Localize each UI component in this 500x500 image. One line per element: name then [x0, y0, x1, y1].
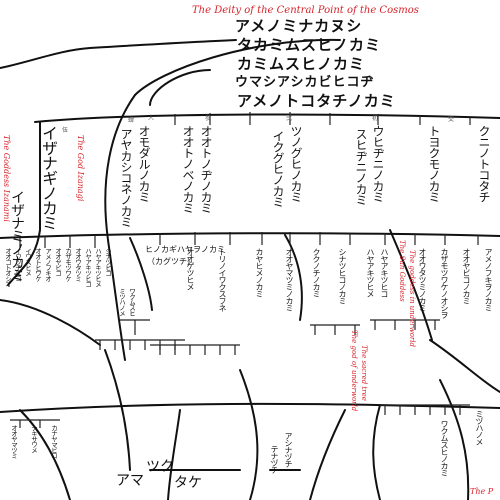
- deity-row2-3: オオトヒワケ: [33, 248, 42, 281]
- deity-tsuku: ツク: [146, 459, 174, 475]
- deity-ama: アマ: [116, 473, 144, 489]
- deity-amenofukio: アメノフキヲノカミ: [484, 248, 493, 311]
- deity-ikuguhi: イクグヒノカミ: [271, 130, 285, 207]
- deity-misc-2: ナキサワメ: [29, 425, 38, 453]
- note-sacred-tree: The sacred tree: [360, 345, 368, 401]
- deity-omodaru: オモダルノカミ: [137, 125, 151, 202]
- deity-toyokumo: トヨクモノカミ: [427, 125, 441, 202]
- deity-torinoiwakusu: トリノイワクスフネ: [218, 248, 227, 311]
- deity-kayanohime: カヤヒメノカミ: [255, 248, 264, 297]
- deity-umashiashikabi: ウマシアシカビヒコヂ: [235, 75, 375, 90]
- deity-mizuhanome: ミツハノメ: [117, 288, 126, 316]
- deity-row2-1: イワツチビコ: [13, 248, 22, 281]
- deity-wakumusuhi: ワクムスヒ: [127, 288, 136, 316]
- deity-row2-6: カザモツワケ: [63, 248, 72, 281]
- deity-amenotokotachi: アメノトコタチノカミ: [237, 92, 396, 110]
- gen-kanji-person: 人: [148, 115, 155, 122]
- deity-tsunoguhi: ツノグヒノカミ: [289, 125, 303, 202]
- deity-kagutsuchi-note: （カグツチ）: [147, 257, 195, 266]
- deity-ayakashikone: アヤカシコネノカミ: [119, 128, 133, 227]
- deity-row2-0: オオコトオシオ: [3, 248, 12, 287]
- note-izanami: The Goddess Izanami: [2, 135, 11, 222]
- note-sun-goddess: The Sun Goddess: [398, 240, 406, 302]
- deity-wakumusuhi-r: ワクムスヒノカミ: [440, 420, 449, 476]
- deity-mizuhanome-r: ミヅハノメ: [475, 410, 484, 445]
- deity-kamimusuhi: カミムスヒノカミ: [237, 55, 366, 73]
- deity-kukunochi: ククノチノカミ: [312, 248, 321, 297]
- deity-tenazuchi: テナヅチ: [270, 445, 279, 473]
- deity-ootonobe: オオトノベノカミ: [181, 125, 195, 213]
- deity-suhijini: スヒヂニノカミ: [354, 128, 368, 205]
- deity-ooyamatsumi: オオヤマツミノカミ: [285, 248, 294, 311]
- note-bottom-right: The P: [470, 487, 494, 496]
- deity-izanami: イザナミノカミ: [9, 190, 25, 281]
- deity-row2-10: シナツヒコ: [103, 248, 112, 276]
- deity-hayaakitsuhiko: ハヤアキツヒコ: [380, 248, 389, 297]
- deity-row2-2: イワスヒメ: [23, 248, 32, 276]
- deity-izanagi: イザナギノカミ: [39, 125, 58, 230]
- gen-kanji-3: 参: [205, 115, 212, 122]
- deity-row2-9: ハヤアキツヒメ: [93, 248, 102, 287]
- deity-misc-3: カナヤマビコ: [49, 425, 58, 458]
- deity-row2-7: オオワタツミ: [73, 248, 82, 281]
- gen-kanji-2: 弐: [286, 115, 293, 122]
- deity-row2-8: ハヤアキツヒコ: [83, 248, 92, 287]
- deity-hayaakitsuhime: ハヤアキツヒメ: [366, 248, 375, 297]
- note-god-underworld: The god of underworld: [350, 330, 358, 412]
- deity-uhijini: ウヒヂニノカミ: [371, 125, 385, 202]
- deity-amenominakanushi: アメノミナカヌシ: [235, 17, 363, 35]
- deity-takamimusuhi: タカミムスヒノカミ: [237, 36, 382, 54]
- deity-ashinazuchi: アシナヅチ: [284, 432, 293, 467]
- deity-shinatsuhiko: シナツヒコノカミ: [338, 248, 347, 304]
- gen-kanji-izanagi: 伍: [62, 127, 69, 134]
- deity-kagu-hayao: ヒノカギハヤヲノカミ: [145, 245, 225, 254]
- deity-row2-4: アメノフキオ: [43, 248, 52, 281]
- deity-kazamotsuwake: カザモツワケノオシヲ: [440, 248, 449, 318]
- gen-kanji-4: 肆: [128, 117, 135, 124]
- note-goddess-underworld: The goddess in underworld: [408, 250, 416, 347]
- deity-kuninotokotachi: クニノトコタチ: [477, 125, 491, 202]
- deity-ooyabiko: オオヤビコノカミ: [462, 248, 471, 304]
- gen-kanji-cross: 交: [448, 116, 455, 123]
- note-izanagi: The God Izanagi: [76, 135, 85, 202]
- deity-misc-1: オオヤマツミ: [9, 425, 18, 458]
- deity-row2-5: オオヤビコ: [53, 248, 62, 276]
- deity-oogetsuhime: オオゲツヒメ: [186, 248, 195, 290]
- deity-oowatatsumi: オオワタツミノカミ: [418, 248, 427, 311]
- chart-title: The Deity of the Central Point of the Co…: [192, 5, 419, 16]
- gen-kanji-1: 初: [372, 115, 379, 122]
- deity-take: タケ: [174, 475, 202, 491]
- deity-ootonodi: オオトノヂノカミ: [199, 125, 213, 213]
